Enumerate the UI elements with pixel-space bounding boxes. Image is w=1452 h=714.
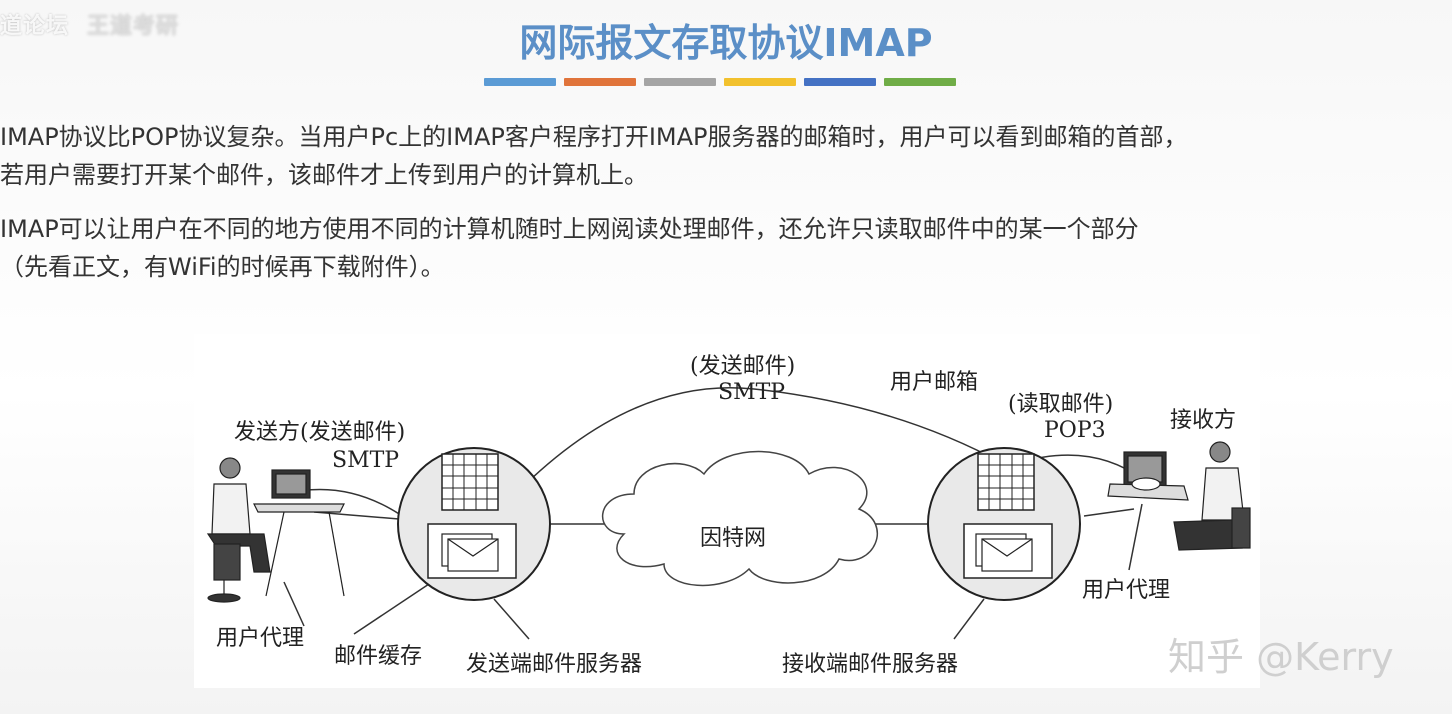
smtp-arrow-top — [478, 387, 1005, 535]
label-user-agent-right: 用户代理 — [1082, 578, 1171, 603]
stripe-4 — [724, 78, 796, 86]
pointer-user-agent-left — [283, 581, 305, 627]
label-send-server: 发送端邮件服务器 — [466, 652, 643, 677]
label-user-agent-left: 用户代理 — [216, 626, 305, 651]
slide-title: 网际报文存取协议IMAP — [519, 21, 933, 65]
zhihu-watermark: 知乎 @Kerry — [1168, 635, 1394, 679]
label-mail-cache: 邮件缓存 — [334, 644, 423, 669]
paragraph-imap-partial-read: IMAP可以让用户在不同的地方使用不同的计算机随时上网阅读处理邮件，还允许只读取… — [0, 215, 1139, 281]
pointer-recv-server — [953, 598, 985, 640]
stripe-5 — [804, 78, 876, 86]
send-server-circle — [397, 447, 551, 601]
label-receiver: 接收方 — [1170, 408, 1237, 433]
label-recv-server: 接收端邮件服务器 — [782, 652, 959, 677]
stripe-6 — [884, 78, 956, 86]
label-read-mail: (读取邮件) — [1008, 392, 1114, 417]
link-sender-to-server — [313, 511, 400, 520]
diagram-graphics — [206, 387, 1251, 640]
pointer-send-server — [493, 598, 530, 640]
sender-person-icon — [206, 457, 345, 603]
paragraph-imap-headers: IMAP协议比POP协议复杂。当用户Pc上的IMAP客户程序打开IMAP服务器的… — [0, 123, 1188, 189]
pointer-user-agent-right — [1128, 503, 1143, 571]
pointer-mail-cache — [353, 583, 430, 635]
receiver-person-icon — [1107, 441, 1251, 551]
internet-cloud — [601, 450, 878, 587]
stripe-1 — [484, 78, 556, 86]
label-sender: 发送方(发送邮件) — [234, 420, 406, 445]
label-send-smtp: SMTP — [718, 380, 786, 405]
forum-watermark: 道论坛王道考研 — [0, 14, 180, 39]
label-sender-smtp: SMTP — [332, 448, 400, 473]
recv-server-circle — [927, 447, 1081, 601]
imap-diagram: 发送方(发送邮件) SMTP (发送邮件) SMTP 用户邮箱 (读取邮件) P… — [194, 334, 1260, 688]
label-user-mailbox: 用户邮箱 — [890, 370, 979, 395]
label-internet: 因特网 — [700, 526, 767, 551]
link-server-to-receiver — [1083, 508, 1135, 517]
label-send-mail: (发送邮件) — [690, 354, 796, 379]
label-read-pop3: POP3 — [1044, 418, 1106, 443]
stripe-3 — [644, 78, 716, 86]
title-color-stripes — [484, 78, 956, 86]
stripe-2 — [564, 78, 636, 86]
